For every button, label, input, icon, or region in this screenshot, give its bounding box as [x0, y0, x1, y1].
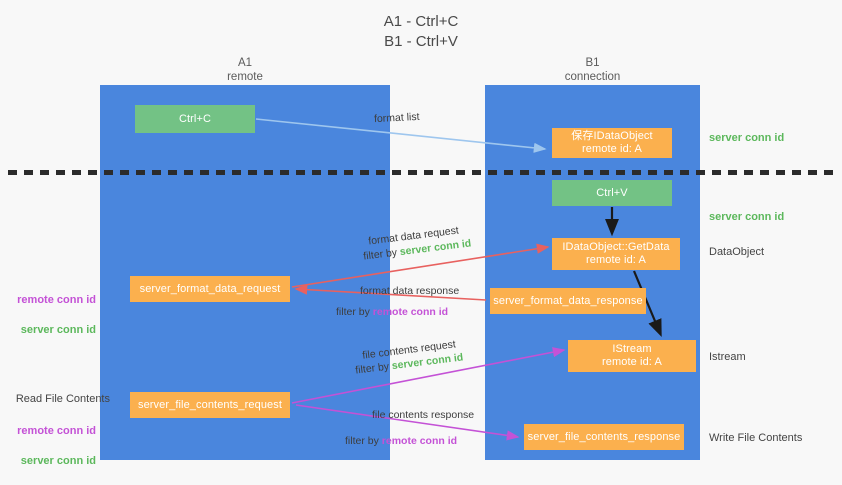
node-server-file-contents-request[interactable]: server_file_contents_request [130, 392, 290, 418]
lane-header-a1: A1 remote [100, 56, 390, 84]
edge-label-file-contents-response: file contents response [372, 409, 475, 421]
annotation-server-conn-id-format: server conn id [20, 324, 96, 336]
annotation-server-conn-id-file: server conn id [20, 455, 96, 467]
node-save-idataobject[interactable]: 保存IDataObject remote id: A [552, 128, 672, 158]
node-server-file-contents-response[interactable]: server_file_contents_response [524, 424, 684, 450]
lane-header-a1-text: A1 [237, 57, 253, 69]
edge-label-format-list: format list [373, 110, 420, 126]
node-ctrl-c[interactable]: Ctrl+C [135, 105, 255, 133]
phase-divider [8, 170, 834, 175]
lane-header-b1-text: B1 [585, 57, 600, 69]
edge-label-file-contents-response-filter: filter by remote conn id [345, 434, 457, 448]
annotation-remote-conn-id-format: remote conn id [17, 294, 96, 306]
edge-label-format-data-response-filter: filter by remote conn id [336, 305, 448, 319]
annotation-conn-ids-format: remote conn id server conn id [10, 278, 96, 338]
node-ctrl-v[interactable]: Ctrl+V [552, 180, 672, 206]
annotation-write-file-contents: Write File Contents [709, 432, 803, 444]
node-idataobject-getdata[interactable]: IDataObject::GetData remote id: A [552, 238, 680, 270]
annotation-server-conn-id-top: server conn id [709, 132, 785, 144]
lane-header-b1: B1 connection [485, 56, 700, 84]
annotation-remote-conn-id-file: remote conn id [17, 425, 96, 437]
edge-label-format-data-response: format data response [360, 285, 460, 297]
annotation-data-object: DataObject [709, 246, 765, 258]
filter-remote-conn-id: remote conn id [372, 306, 449, 318]
annotation-server-conn-id-paste: server conn id [709, 211, 785, 223]
annotation-istream: Istream [709, 351, 746, 363]
lane-header-a1-subtitle: remote [227, 71, 263, 83]
page-title: A1 - Ctrl+C B1 - Ctrl+V [383, 13, 459, 50]
node-istream[interactable]: IStream remote id: A [568, 340, 696, 372]
filter-by-text: filter by [345, 435, 379, 447]
lane-header-b1-subtitle: connection [564, 71, 621, 83]
filter-remote-conn-id: remote conn id [381, 435, 458, 447]
annotation-read-file-contents: Read File Contents [15, 393, 110, 405]
node-server-format-data-request[interactable]: server_format_data_request [130, 276, 290, 302]
annotation-conn-ids-file: remote conn id server conn id [10, 409, 96, 469]
filter-by-text: filter by [336, 306, 370, 318]
node-server-format-data-response[interactable]: server_format_data_response [490, 288, 646, 314]
